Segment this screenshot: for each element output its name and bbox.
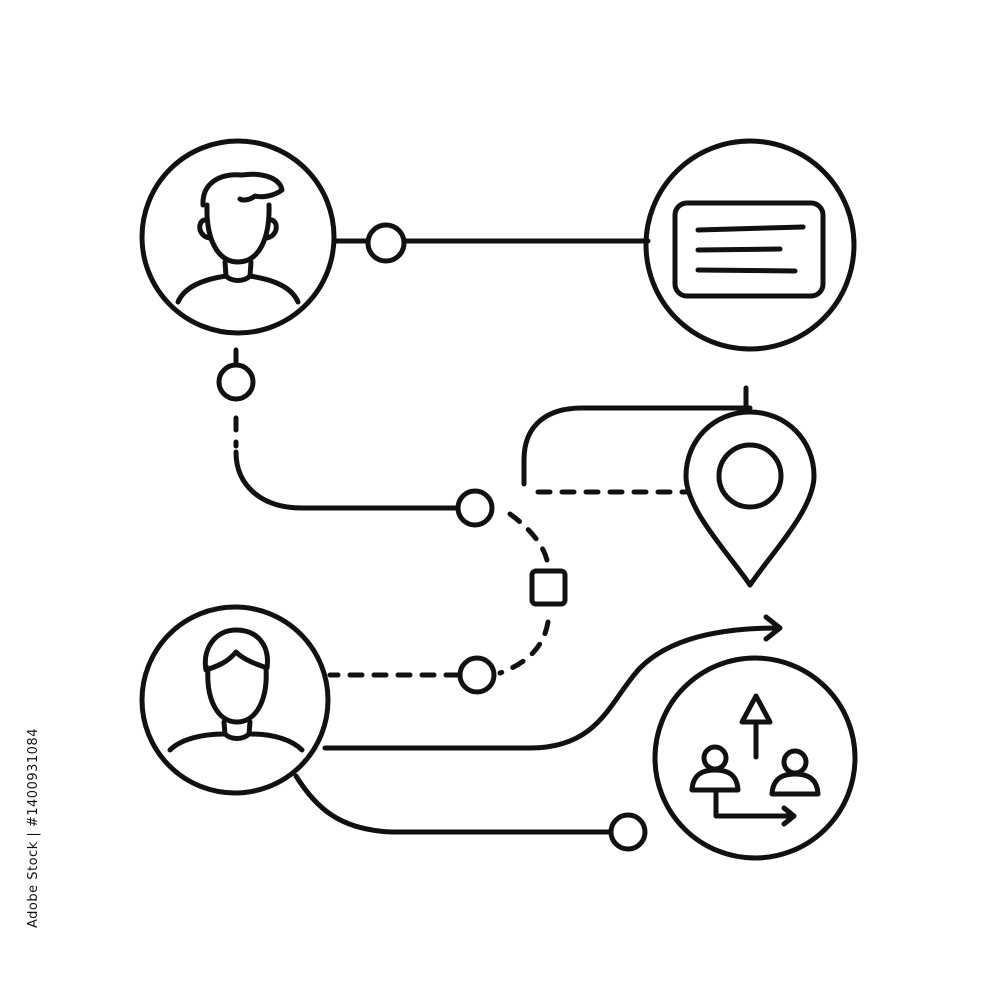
bottom-user-node	[139, 604, 331, 796]
message-card-icon	[672, 200, 826, 299]
left-journey-path	[216, 347, 495, 528]
location-pin-icon	[683, 409, 817, 588]
team-growth-node	[652, 655, 858, 861]
bottom-paths	[293, 614, 783, 852]
center-dashed-path	[327, 511, 568, 695]
top-connector	[331, 222, 651, 264]
top-user-icon	[175, 171, 301, 305]
pin-loop-path	[521, 385, 753, 495]
bottom-user-icon	[167, 627, 305, 753]
message-node	[643, 138, 857, 352]
team-growth-icon	[689, 693, 821, 827]
stock-id-label: Adobe Stock | #1400931084	[26, 728, 41, 928]
arrow-right-icon	[763, 614, 783, 642]
top-user-node	[139, 138, 337, 336]
